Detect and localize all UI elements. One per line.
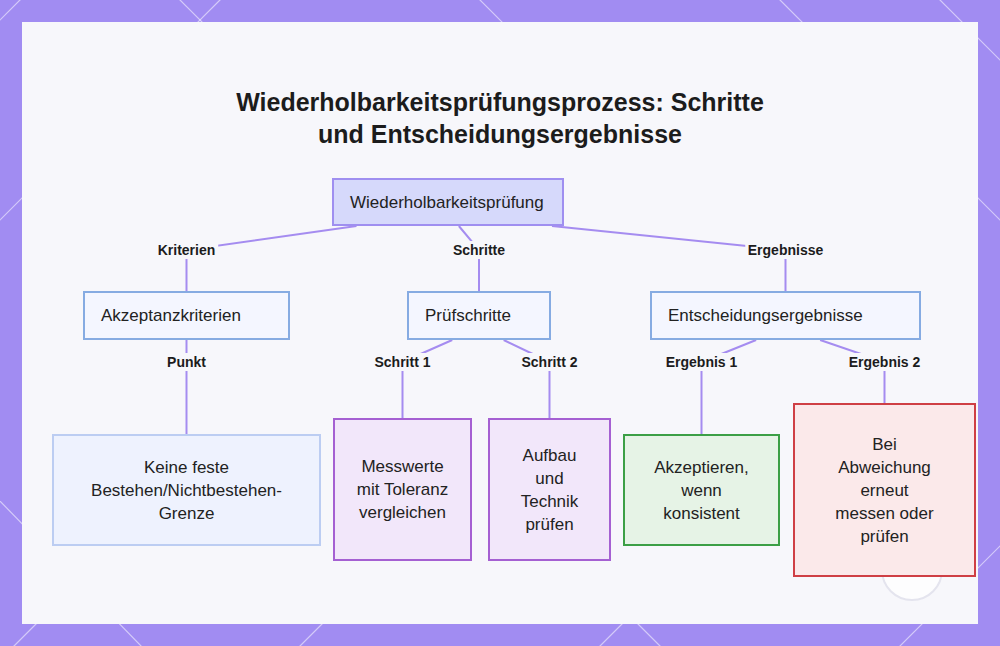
- node-text: Entscheidungsergebnisse: [668, 304, 863, 327]
- node-text: Prüfschritte: [425, 304, 511, 327]
- category-box: Prüfschritte: [407, 291, 551, 340]
- edge-label: Schritte: [450, 241, 508, 259]
- node-text: Bei Abweichung erneut messen oder prüfen: [832, 433, 937, 548]
- detail-box: Keine feste Bestehen/Nichtbestehen-Grenz…: [52, 434, 321, 546]
- node-text: Wiederholbarkeitsprüfung: [350, 191, 544, 214]
- category-box: Entscheidungsergebnisse: [650, 291, 921, 340]
- edge-label: Schritt 2: [518, 353, 580, 371]
- edge-label: Punkt: [164, 353, 209, 371]
- title-block: Wiederholbarkeitsprüfungsprozess: Schrit…: [0, 86, 1000, 150]
- node-text: Aufbau und Technik prüfen: [510, 444, 590, 536]
- node-text: Akzeptanzkriterien: [101, 304, 241, 327]
- detail-box: Aufbau und Technik prüfen: [488, 418, 611, 561]
- edge-label: Ergebnisse: [745, 241, 826, 259]
- edge-label: Kriterien: [155, 241, 219, 259]
- node-text: Messwerte mit Toleranz vergleichen: [353, 455, 453, 524]
- connector: [403, 340, 453, 418]
- diagram-title: Wiederholbarkeitsprüfungsprozess: Schrit…: [215, 86, 785, 150]
- category-box: Akzeptanzkriterien: [83, 291, 290, 340]
- node-text: Keine feste Bestehen/Nichtbestehen-Grenz…: [72, 456, 302, 525]
- detail-box: Akzeptieren, wenn konsistent: [623, 434, 780, 546]
- panel: [22, 22, 978, 624]
- detail-box: Messwerte mit Toleranz vergleichen: [333, 418, 472, 561]
- root-box: Wiederholbarkeitsprüfung: [332, 178, 564, 226]
- edge-label: Ergebnis 2: [846, 353, 924, 371]
- connector: [504, 340, 550, 418]
- node-text: Akzeptieren, wenn konsistent: [642, 456, 762, 525]
- detail-box: Bei Abweichung erneut messen oder prüfen: [793, 403, 976, 577]
- connector: [820, 340, 884, 403]
- edge-label: Ergebnis 1: [663, 353, 741, 371]
- edge-label: Schritt 1: [371, 353, 433, 371]
